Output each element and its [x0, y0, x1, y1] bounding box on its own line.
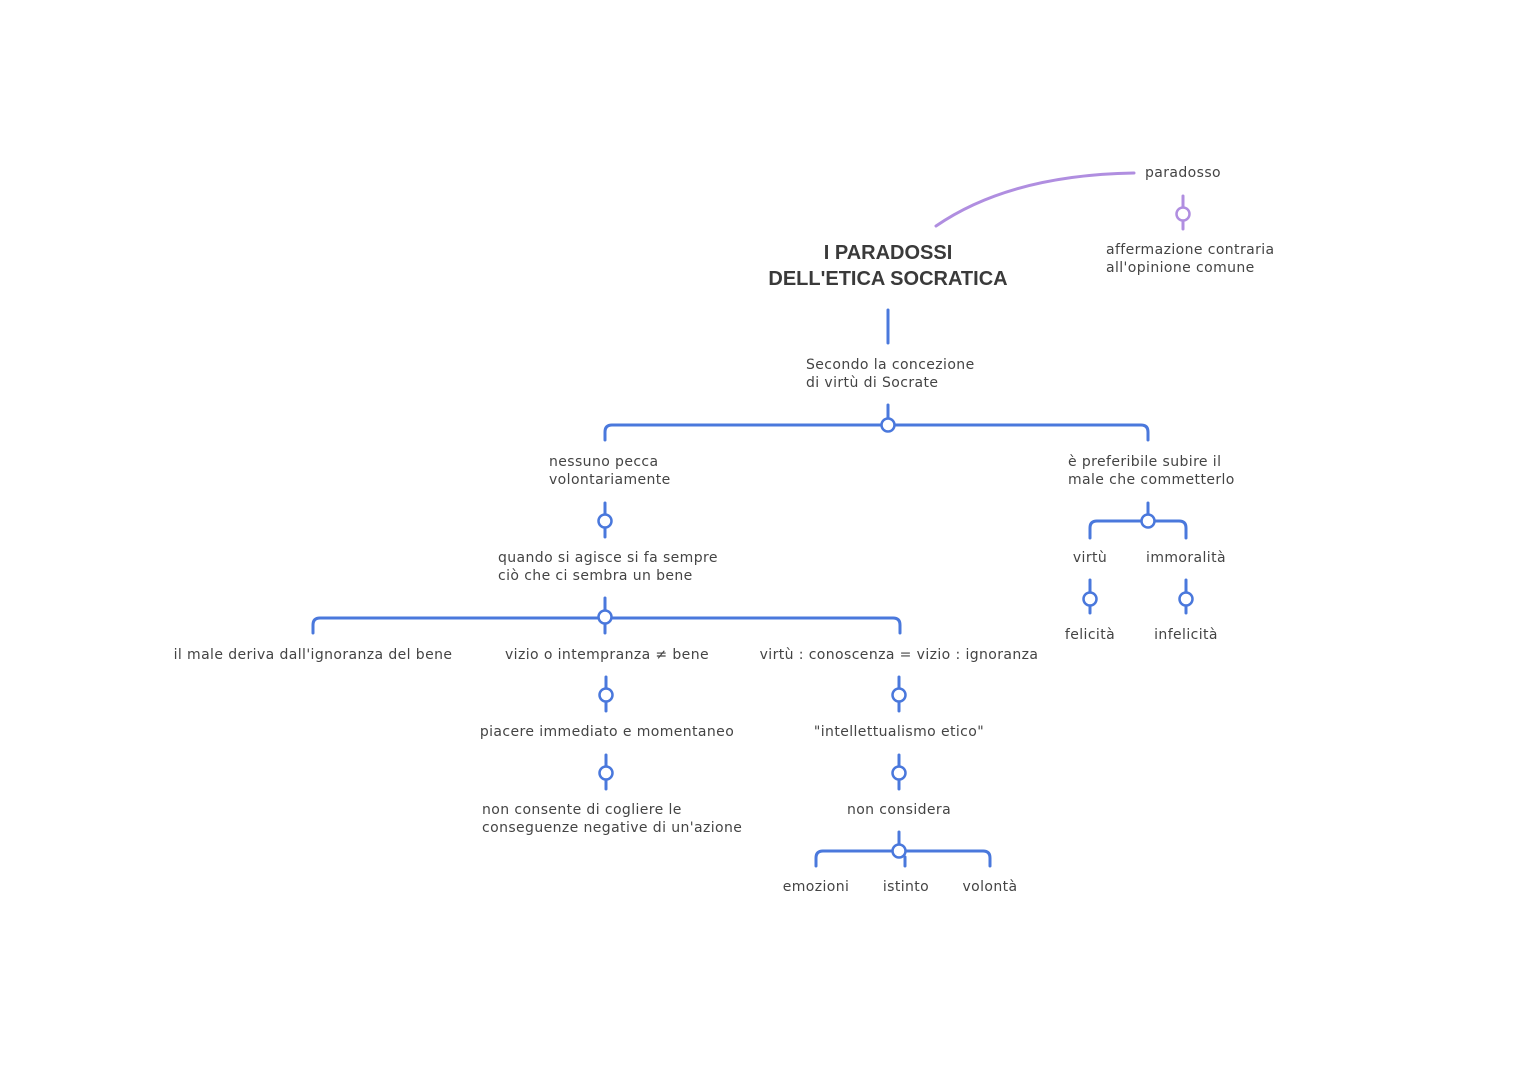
paradosso-label: paradosso [1144, 165, 1222, 181]
title-line-2: DELL'ETICA SOCRATICA [768, 268, 1008, 290]
vizio-node [598, 687, 614, 703]
paradosso-curve [934, 171, 1136, 228]
preferibile-bracket [1088, 519, 1188, 540]
virtu-node [1082, 591, 1098, 607]
preferibile-label: è preferibile subire il male che commett… [1068, 453, 1235, 489]
virtu-conoscenza-node [891, 687, 907, 703]
nessuno-line-2: volontariamente [549, 472, 671, 488]
secondo-label: Secondo la concezione di virtù di Socrat… [806, 356, 975, 392]
vizio-label: vizio o intempranza ≠ bene [505, 647, 709, 663]
immoralita-node [1178, 591, 1194, 607]
virtu-conoscenza-label: virtù : conoscenza = vizio : ignoranza [759, 647, 1039, 663]
non-considera-node [891, 843, 907, 859]
title-line-1: I PARADOSSI [823, 242, 953, 264]
nessuno-node [597, 513, 613, 529]
preferibile-line-2: male che commetterlo [1068, 472, 1235, 488]
piacere-label: piacere immediato e momentaneo [479, 724, 735, 740]
male-deriva-label: il male deriva dall'ignoranza del bene [173, 647, 453, 663]
emozioni-label: emozioni [782, 879, 850, 895]
non-consente-label: non consente di cogliere le conseguenze … [482, 801, 742, 837]
piacere-node [598, 765, 614, 781]
paradosso-node [1175, 206, 1191, 222]
felicita-label: felicità [1064, 627, 1116, 643]
secondo-node [880, 417, 896, 433]
volonta-label: volontà [962, 879, 1018, 895]
intellettualismo-node [891, 765, 907, 781]
preferibile-node [1140, 513, 1156, 529]
non-consente-line-1: non consente di cogliere le [482, 802, 682, 818]
secondo-line-1: Secondo la concezione [806, 357, 975, 373]
paradosso-definition-line-1: affermazione contraria [1106, 242, 1275, 258]
immoralita-label: immoralità [1146, 550, 1226, 566]
nessuno-line-1: nessuno pecca [549, 454, 659, 470]
map-title: I PARADOSSI DELL'ETICA SOCRATICA [768, 240, 1007, 292]
non-consente-line-2: conseguenze negative di un'azione [482, 820, 743, 836]
nessuno-label: nessuno pecca volontariamente [549, 453, 671, 489]
intellettualismo-label: "intellettualismo etico" [813, 724, 985, 740]
paradosso-definition-line-2: all'opinione comune [1106, 260, 1255, 276]
virtu-label: virtù [1072, 550, 1108, 566]
quando-line-2: ciò che ci sembra un bene [498, 568, 693, 584]
preferibile-line-1: è preferibile subire il [1068, 454, 1222, 470]
main-branch-bracket [603, 423, 1150, 442]
quando-line-1: quando si agisce si fa sempre [498, 550, 718, 566]
quando-label: quando si agisce si fa sempre ciò che ci… [498, 549, 718, 585]
secondo-line-2: di virtù di Socrate [806, 375, 939, 391]
istinto-label: istinto [882, 879, 930, 895]
paradosso-definition: affermazione contraria all'opinione comu… [1106, 241, 1275, 277]
infelicita-label: infelicità [1154, 627, 1218, 643]
non-considera-label: non considera [846, 802, 952, 818]
quando-node [597, 609, 613, 625]
